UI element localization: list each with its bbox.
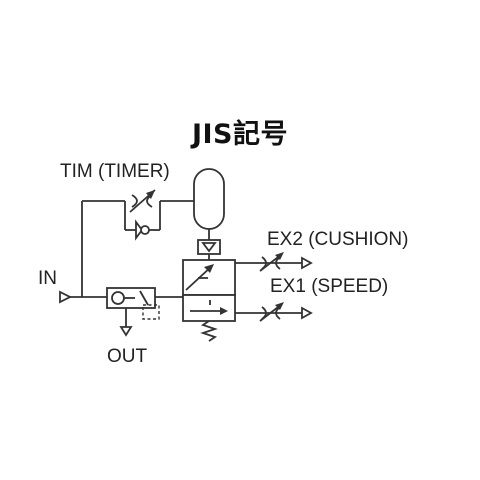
- out-port-symbol: [119, 308, 133, 337]
- air-tank: [193, 168, 225, 240]
- out-label: OUT: [107, 346, 148, 367]
- directional-valve: [182, 259, 236, 322]
- in-label: IN: [38, 268, 57, 289]
- in-port-symbol: [59, 290, 107, 304]
- ex2-exhaust-throttle: [235, 252, 313, 272]
- pilot-actuator: [197, 239, 221, 260]
- timer-throttle-check-valve: [124, 189, 161, 241]
- pilot-line: [81, 200, 194, 297]
- ex2-label: EX2 (CUSHION): [267, 229, 409, 250]
- spring-return: [200, 320, 218, 342]
- ex1-label: EX1 (SPEED): [270, 276, 389, 297]
- ex1-exhaust-throttle: [235, 302, 313, 322]
- timer-label: TIM (TIMER): [60, 161, 170, 182]
- shuttle-valve: [106, 287, 183, 320]
- diagram-title: JIS記号: [191, 119, 289, 150]
